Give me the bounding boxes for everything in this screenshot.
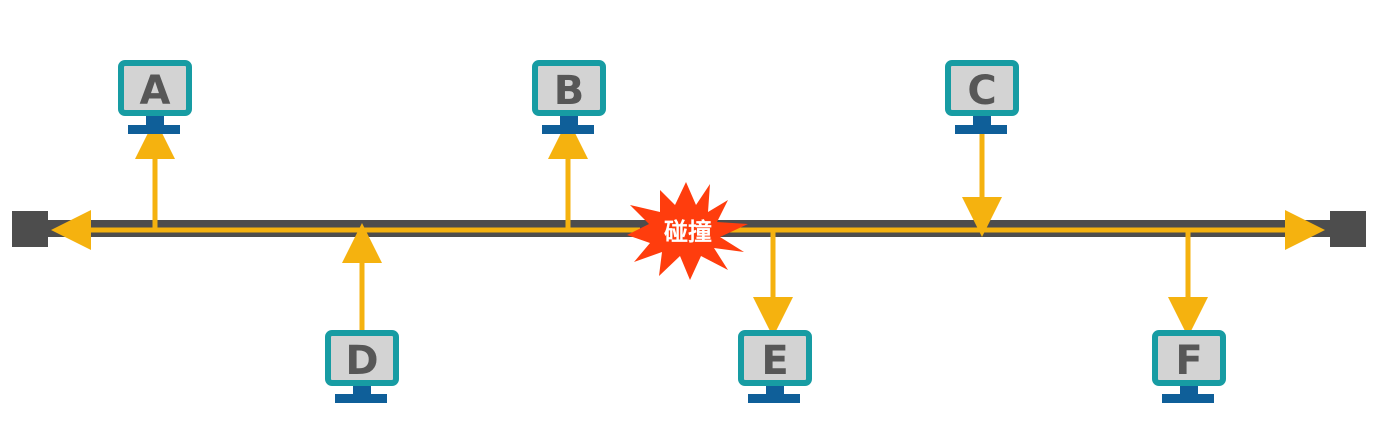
collision-burst: 碰撞 — [627, 182, 748, 280]
left-terminator — [12, 211, 48, 247]
host-E-label: E — [761, 338, 788, 384]
host-D-label: D — [345, 338, 378, 384]
host-B: B — [532, 60, 606, 134]
monitor-icon — [738, 330, 812, 403]
host-C-label: C — [967, 68, 996, 114]
host-C: C — [945, 60, 1019, 134]
host-B-label: B — [554, 68, 585, 114]
monitor-icon — [532, 60, 606, 134]
host-E: E — [738, 330, 812, 403]
monitor-icon — [325, 330, 399, 403]
host-A-label: A — [140, 68, 171, 114]
monitor-icon — [118, 60, 192, 134]
host-F-label: F — [1175, 338, 1202, 384]
monitor-icon — [1152, 330, 1226, 403]
host-A: A — [118, 60, 192, 134]
host-links — [135, 119, 1208, 337]
host-D: D — [325, 330, 399, 403]
right-terminator — [1330, 211, 1366, 247]
monitor-icon — [945, 60, 1019, 134]
explosion-icon — [627, 182, 748, 280]
collision-label: 碰撞 — [664, 218, 712, 246]
host-F: F — [1152, 330, 1226, 403]
